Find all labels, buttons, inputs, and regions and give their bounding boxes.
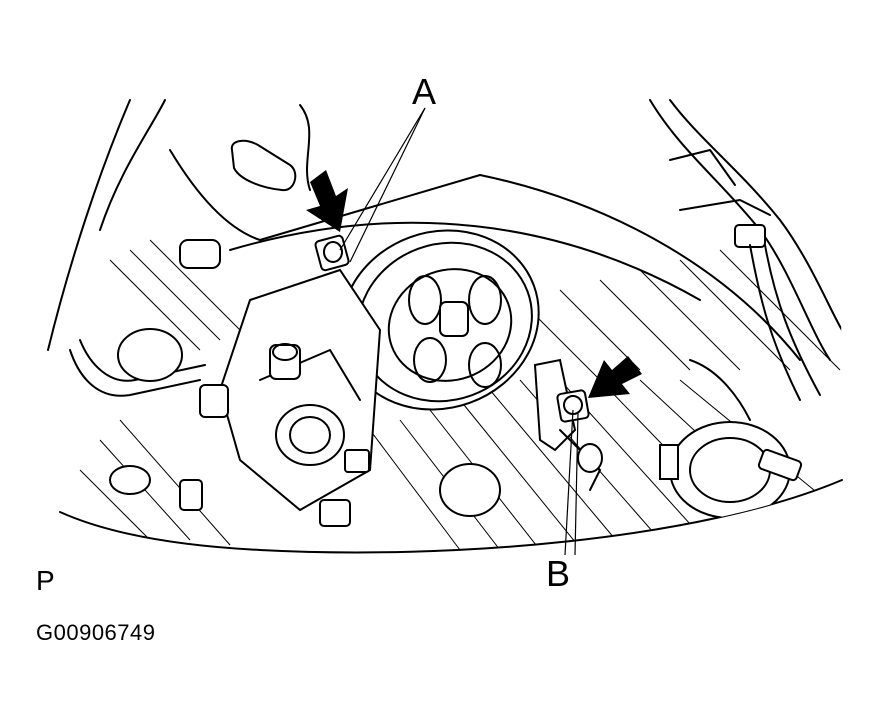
view-mark-label: P <box>36 565 55 596</box>
bolt-a <box>314 234 350 272</box>
leader-line-a-2 <box>349 107 426 263</box>
leader-line-a <box>339 107 426 251</box>
figure-code: G00906749 <box>36 620 156 645</box>
arrow-icon <box>588 356 642 398</box>
callout-b-label: B <box>546 553 571 594</box>
leader-line-b-2 <box>574 411 579 556</box>
fender-edge <box>47 99 131 351</box>
engine-detail <box>69 99 843 551</box>
leader-line-b <box>564 409 574 556</box>
callout-a-label: A <box>412 71 437 112</box>
view-boundary <box>59 479 843 554</box>
arrow-icon <box>306 170 348 232</box>
